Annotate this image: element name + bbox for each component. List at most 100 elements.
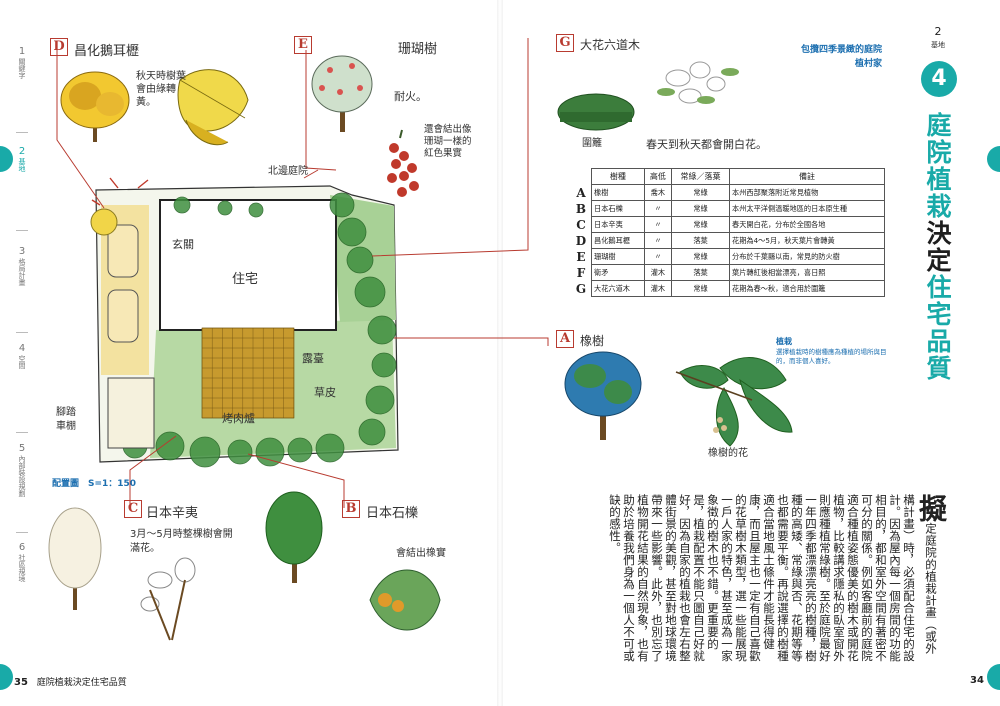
tree-c-note: 3月～5月時整棵樹會開滿花。 <box>130 529 233 554</box>
table-cell: 花期為春～秋，適合用於圍籬 <box>729 280 885 297</box>
table-row: B 日本石櫟 〃 常綠 本州太平洋側溫暖地區的日本原生種 <box>571 200 885 217</box>
oak-flower-label: 橡樹的花 <box>708 448 748 459</box>
page-number: 35 <box>14 677 28 688</box>
table-cell: 橡樹 <box>591 184 645 201</box>
table-cell: 〃 <box>643 232 672 249</box>
section-title-part: 庭院植栽 <box>926 111 952 221</box>
nav-divider <box>16 132 28 133</box>
table-cell: 珊瑚樹 <box>591 248 645 265</box>
section-number-badge: 4 <box>921 61 957 97</box>
table-cell: 〃 <box>643 200 672 217</box>
site-plan-drawing <box>48 46 441 641</box>
nav-num: 3 <box>18 246 26 257</box>
nav-item-5[interactable]: 5 內部裝設規劃 <box>14 443 30 499</box>
table-cell: 日本辛夷 <box>591 216 645 233</box>
row-key: D <box>571 232 592 249</box>
bbq-label: 烤肉爐 <box>222 412 255 425</box>
tree-c-name: 日本辛夷 <box>146 506 199 521</box>
right-page: 34 <box>500 0 1000 706</box>
nav-divider <box>16 532 28 533</box>
nav-item-6[interactable]: 6 社區規境 <box>14 543 30 584</box>
house-label: 住宅 <box>232 272 259 287</box>
page-number: 34 <box>970 675 984 686</box>
tree-a-letter: A <box>556 330 574 348</box>
plan-scale-label: 配置圖 S=1：150 <box>52 479 137 489</box>
nav-divider <box>16 332 28 333</box>
row-key: F <box>571 264 592 281</box>
table-cell: 衛矛 <box>591 264 645 281</box>
tree-e-name: 珊瑚樹 <box>398 42 438 57</box>
nav-num: 5 <box>18 443 26 454</box>
row-key: G <box>571 280 592 297</box>
bike-shed-label: 腳踏車棚 <box>56 407 76 432</box>
tree-b-note: 會結出橡實 <box>396 548 446 559</box>
table-header-row: 樹種 高低 常綠／落葉 備註 <box>571 168 885 185</box>
garden-caption-line2: 植村家 <box>854 59 882 69</box>
active-chapter-marker <box>0 146 13 172</box>
body-text: 擬定庭院的植栽計畫（或外構計畫）時，必須配合住宅的設計。因為屋內每一個房間的功能… <box>608 494 948 664</box>
table-row: G 大花六道木 灌木 常綠 花期為春～秋，適合用於圍籬 <box>571 280 885 297</box>
nav-item-1[interactable]: 1 關鍵字 <box>14 47 30 81</box>
table-cell: 喬木 <box>643 184 672 201</box>
nav-label: 內部裝設規劃 <box>18 455 26 497</box>
nav-divider <box>16 432 28 433</box>
left-page: 1 關鍵字 2 基地 3 格局計畫 4 空間 5 內部裝設規劃 6 社區規境 <box>0 36 472 690</box>
table-cell: 葉片轉紅後相當漂亮，喜日照 <box>729 264 885 281</box>
tree-b-name: 日本石櫟 <box>366 506 419 521</box>
table-cell: 花期為4～5月，秋天葉片會轉黃 <box>729 232 885 249</box>
table-row: D 昌化鵝耳櫪 〃 落葉 花期為4～5月，秋天葉片會轉黃 <box>571 232 885 249</box>
tree-a-name: 橡樹 <box>580 334 605 348</box>
lawn-label: 草皮 <box>314 386 336 399</box>
nav-item-4[interactable]: 4 空間 <box>14 344 30 371</box>
row-key: C <box>571 216 592 233</box>
table-cell: 本州西部聚落附近常見植物 <box>729 184 885 201</box>
table-cell: 常綠 <box>670 216 731 233</box>
table-key-header <box>571 169 592 185</box>
table-cell: 落葉 <box>670 232 731 249</box>
tree-e-note: 耐火。 <box>394 90 427 103</box>
page-corner-marker <box>987 664 1000 690</box>
tree-d-letter: D <box>50 38 68 56</box>
tree-g-letter: G <box>556 34 574 52</box>
drop-cap: 擬 <box>915 494 948 523</box>
nav-num: 2 <box>18 146 26 157</box>
table-row: F 衛矛 灌木 落葉 葉片轉紅後相當漂亮，喜日照 <box>571 264 885 281</box>
table-header: 備註 <box>729 168 885 185</box>
tree-d-name: 昌化鵝耳櫪 <box>74 44 140 59</box>
tree-c-letter: C <box>124 500 142 518</box>
tree-e-fruit-note: 還會結出像珊瑚一樣的紅色果實 <box>424 124 472 159</box>
nav-label: 社區規境 <box>18 554 26 582</box>
nav-label: 空間 <box>18 355 26 369</box>
table-cell: 春天開白花，分布於全國各地 <box>729 216 885 233</box>
row-key: A <box>571 184 592 201</box>
section-title: 庭院植栽決定住宅品質 <box>924 112 954 382</box>
table-cell: 常綠 <box>670 280 731 297</box>
fence-label: 圍籬 <box>582 138 602 149</box>
body-paragraph: 定庭院的植栽計畫（或外構計畫）時，必須配合住宅的設計。因為屋內每一個房間的功能相… <box>608 494 938 662</box>
tree-d-note: 秋天時樹葉會由綠轉黃。 <box>136 71 186 108</box>
table-cell: 灌木 <box>643 280 672 297</box>
active-chapter-marker <box>987 146 1000 172</box>
nav-item-3[interactable]: 3 格局計畫 <box>14 246 30 288</box>
table-cell: 灌木 <box>643 264 672 281</box>
deck-label: 露臺 <box>302 352 324 365</box>
table-cell: 大花六道木 <box>591 280 645 297</box>
entrance-label: 玄關 <box>172 238 194 251</box>
table-cell: 本州太平洋側溫暖地區的日本原生種 <box>729 200 885 217</box>
table-cell: 〃 <box>643 216 672 233</box>
folio: 34 <box>970 675 984 686</box>
section-title-part: 決定 <box>926 219 952 275</box>
tree-g-note: 春天到秋天都會開白花。 <box>646 138 767 151</box>
page-fold <box>497 0 503 706</box>
nav-divider <box>16 230 28 231</box>
page-corner-marker <box>0 664 13 690</box>
table-cell: 常綠 <box>670 184 731 201</box>
nav-item-2[interactable]: 2 基地 <box>14 146 30 174</box>
table-cell: 〃 <box>643 248 672 265</box>
table-cell: 常綠 <box>670 200 731 217</box>
table-header: 常綠／落葉 <box>670 168 731 185</box>
nav-label: 格局計畫 <box>18 258 26 286</box>
table-row: E 珊瑚樹 〃 常綠 分布於千葉縣以南，常見的防火樹 <box>571 248 885 265</box>
table-header: 高低 <box>643 168 672 185</box>
